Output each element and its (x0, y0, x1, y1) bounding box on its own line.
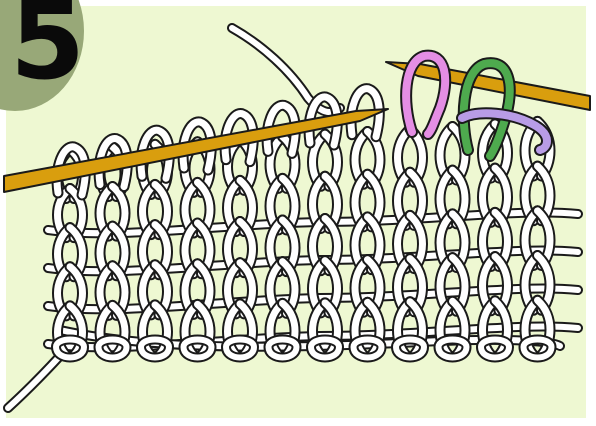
stitch-column (226, 139, 254, 357)
stitch-column (311, 134, 339, 357)
stitch-column (396, 129, 424, 358)
stitch-column (439, 126, 467, 357)
stitch-column (354, 132, 382, 358)
stitch-column (269, 137, 297, 358)
